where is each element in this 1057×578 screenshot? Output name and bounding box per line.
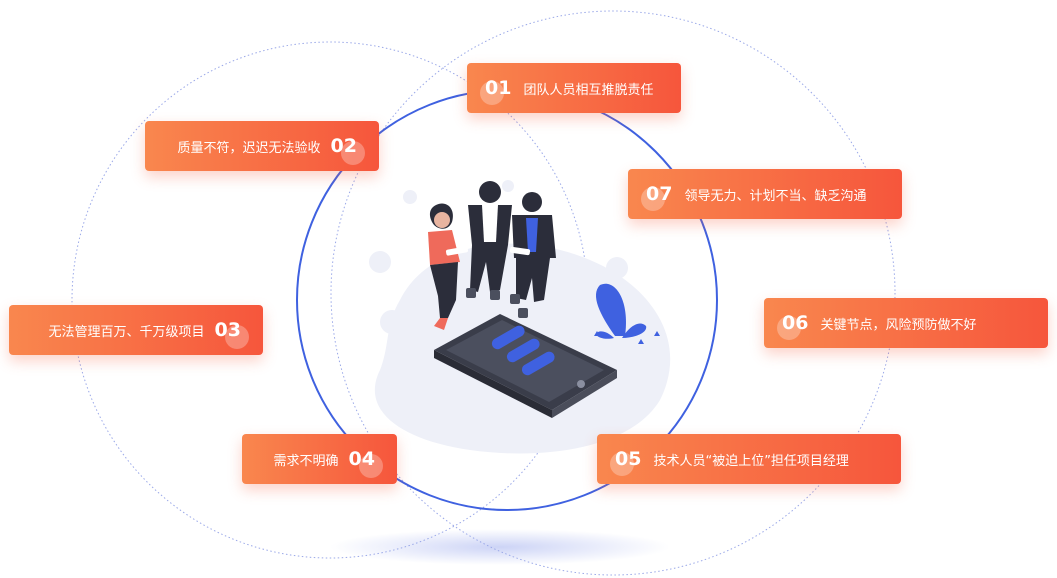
tag-number: 07 <box>640 182 673 211</box>
orbit-circle-right <box>330 10 896 576</box>
bubble <box>369 251 391 273</box>
problem-tag-06: 06 关键节点，风险预防做不好 <box>764 298 1048 348</box>
tag-number: 01 <box>479 76 512 105</box>
tag-number: 02 <box>330 134 366 165</box>
tag-number: 05 <box>609 447 642 476</box>
tag-label: 质量不符，迟迟无法验收 <box>177 140 321 156</box>
floor-shadow <box>330 529 670 565</box>
tag-number: 04 <box>348 447 384 478</box>
tag-label: 技术人员“被迫上位”担任项目经理 <box>653 453 849 469</box>
bubble <box>606 257 628 279</box>
problem-tag-07: 07 领导无力、计划不当、缺乏沟通 <box>628 169 902 219</box>
tag-label: 需求不明确 <box>273 453 339 469</box>
problem-tag-04: 需求不明确 04 <box>242 434 397 484</box>
tag-label: 无法管理百万、千万级项目 <box>48 324 205 340</box>
tag-number: 03 <box>214 318 250 349</box>
plant-illustration <box>594 283 660 344</box>
bubble <box>380 310 404 334</box>
tag-label: 团队人员相互推脱责任 <box>523 82 654 98</box>
bubble <box>502 180 514 192</box>
people-illustration <box>428 181 556 330</box>
problem-tag-03: 无法管理百万、千万级项目 03 <box>9 305 263 355</box>
tag-number: 06 <box>776 311 809 340</box>
bubble <box>403 190 417 204</box>
problem-tag-02: 质量不符，迟迟无法验收 02 <box>145 121 379 171</box>
problem-tag-05: 05 技术人员“被迫上位”担任项目经理 <box>597 434 901 484</box>
tag-label: 关键节点，风险预防做不好 <box>820 317 977 333</box>
problem-tag-01: 01 团队人员相互推脱责任 <box>467 63 681 113</box>
phone-illustration <box>434 314 617 418</box>
tag-label: 领导无力、计划不当、缺乏沟通 <box>684 188 867 204</box>
